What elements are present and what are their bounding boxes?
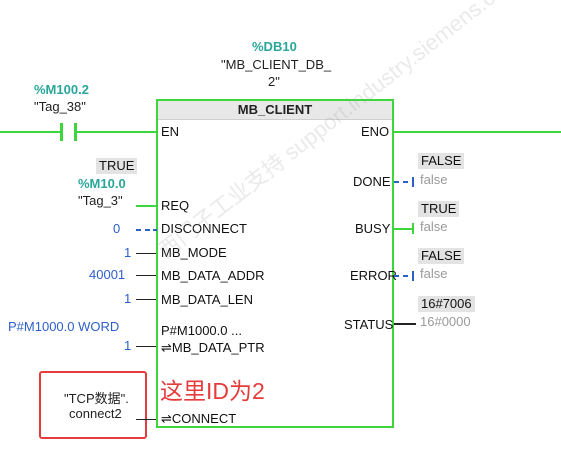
busy-online-value: TRUE (418, 201, 460, 217)
instance-db-address: %DB10 (252, 39, 297, 54)
done-online-value: FALSE (418, 153, 465, 169)
instance-db-name-line1: "MB_CLIENT_DB_ (221, 57, 332, 72)
error-online-value: FALSE (418, 248, 465, 264)
contact-tag: "Tag_38" (34, 99, 86, 114)
disconnect-wire-seg2 (145, 229, 150, 231)
mb-data-addr-value[interactable]: 40001 (89, 267, 126, 282)
done-wire-seg1 (394, 181, 399, 183)
disconnect-wire-seg1 (136, 229, 141, 231)
pin-connect: ⇌CONNECT (161, 411, 237, 426)
pin-mb-data-addr: MB_DATA_ADDR (161, 268, 265, 283)
en-wire (77, 131, 157, 133)
done-preview-value: false (420, 172, 448, 187)
pin-req: REQ (161, 198, 190, 213)
mb-data-ptr-inner-value: P#M1000.0 ... (161, 323, 242, 338)
mb-mode-value[interactable]: 1 (124, 245, 132, 260)
status-wire (394, 323, 416, 325)
pin-eno: ENO (361, 124, 390, 139)
busy-preview-value: false (420, 219, 448, 234)
req-address: %M10.0 (78, 176, 126, 191)
pin-error: ERROR (350, 268, 397, 283)
mb-data-len-value[interactable]: 1 (124, 291, 132, 306)
mb-client-block[interactable]: MB_CLIENT (156, 99, 394, 428)
busy-wire (394, 228, 412, 230)
error-wire-end (412, 271, 414, 281)
pin-status: STATUS (344, 317, 394, 332)
disconnect-wire-seg3 (153, 229, 157, 231)
pin-mb-data-len: MB_DATA_LEN (161, 292, 253, 307)
contact-left-bar[interactable] (60, 123, 63, 141)
status-preview-value: 16#0000 (420, 314, 471, 329)
mb-mode-wire (136, 253, 156, 254)
connect-highlight-box (39, 371, 147, 439)
mb-data-addr-wire (136, 275, 156, 276)
power-rail-wire (0, 131, 60, 133)
pin-done: DONE (353, 174, 391, 189)
connect-tag-line2[interactable]: connect2 (69, 406, 122, 421)
disconnect-value[interactable]: 0 (113, 221, 121, 236)
status-online-value: 16#7006 (418, 296, 475, 312)
error-preview-value: false (420, 266, 448, 281)
busy-wire-end (412, 223, 414, 234)
pin-mb-data-ptr: ⇌MB_DATA_PTR (161, 340, 265, 355)
mb-data-ptr-left-value[interactable]: P#M1000.0 WORD (8, 319, 120, 334)
req-tag: "Tag_3" (78, 193, 123, 208)
mb-data-ptr-value[interactable]: 1 (124, 338, 132, 353)
done-wire-seg2 (403, 181, 408, 183)
pin-en: EN (161, 124, 180, 139)
mb-data-ptr-wire (136, 346, 156, 347)
pin-busy: BUSY (355, 221, 391, 236)
contact-right-bar[interactable] (74, 123, 77, 141)
error-wire-seg1 (394, 275, 399, 277)
req-wire (136, 205, 156, 207)
req-online-value: TRUE (96, 158, 138, 174)
instance-db-name-line2: 2" (268, 74, 280, 89)
pin-disconnect: DISCONNECT (161, 221, 247, 236)
error-wire-seg2 (403, 275, 408, 277)
eno-wire (394, 131, 561, 133)
mb-data-len-wire (136, 299, 156, 300)
connect-wire (136, 419, 156, 420)
annotation-text: 这里ID为2 (160, 378, 265, 404)
done-wire-end (412, 177, 414, 187)
connect-tag-line1[interactable]: "TCP数据". (64, 391, 129, 406)
block-title: MB_CLIENT (158, 101, 392, 120)
contact-address: %M100.2 (34, 82, 89, 97)
pin-mb-mode: MB_MODE (161, 245, 227, 260)
